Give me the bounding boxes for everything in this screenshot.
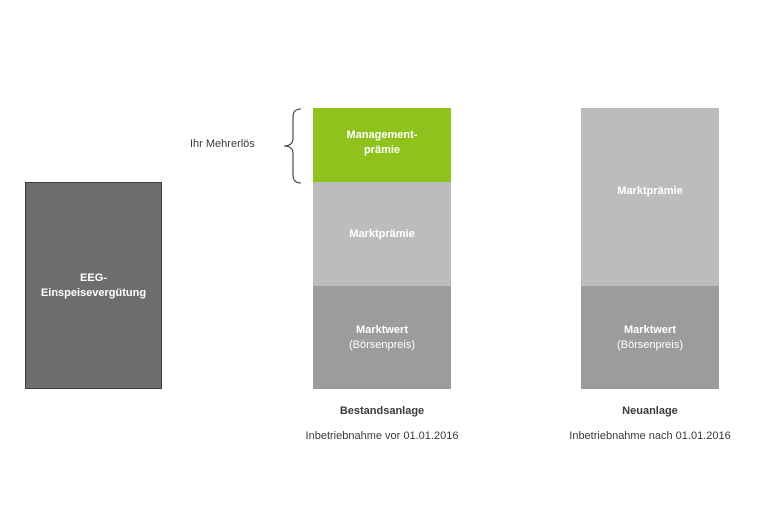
marktwert-block-bestand: Marktwert (Börsenpreis)	[313, 286, 451, 389]
marktpraemie-block-neu: Marktprämie	[581, 108, 719, 286]
eeg-label: EEG- Einspeisevergütung	[40, 271, 147, 299]
curly-brace-icon	[283, 108, 302, 184]
eeg-block: EEG- Einspeisevergütung	[25, 182, 162, 389]
management-praemie-label: Management- prämie	[346, 129, 418, 156]
marktwert-label-neu: Marktwert	[624, 323, 676, 336]
mehrerloes-label: Ihr Mehrerlös	[190, 138, 255, 150]
management-praemie-block: Management- prämie	[313, 108, 451, 182]
marktwert-sub-neu: (Börsenpreis)	[616, 338, 684, 351]
bestandsanlage-title: Bestandsanlage	[339, 405, 425, 417]
neuanlage-title: Neuanlage	[622, 405, 678, 417]
marktpraemie-label-neu: Marktprämie	[617, 184, 683, 197]
neuanlage-subtitle: Inbetriebnahme nach 01.01.2016	[569, 430, 731, 442]
marktpraemie-block-bestand: Marktprämie	[313, 182, 451, 286]
marktwert-block-neu: Marktwert (Börsenpreis)	[581, 286, 719, 389]
bestandsanlage-subtitle: Inbetriebnahme vor 01.01.2016	[305, 430, 459, 442]
marktwert-sub-bestand: (Börsenpreis)	[348, 338, 416, 351]
marktwert-label-bestand: Marktwert	[356, 323, 408, 336]
marktpraemie-label-bestand: Marktprämie	[349, 227, 415, 240]
